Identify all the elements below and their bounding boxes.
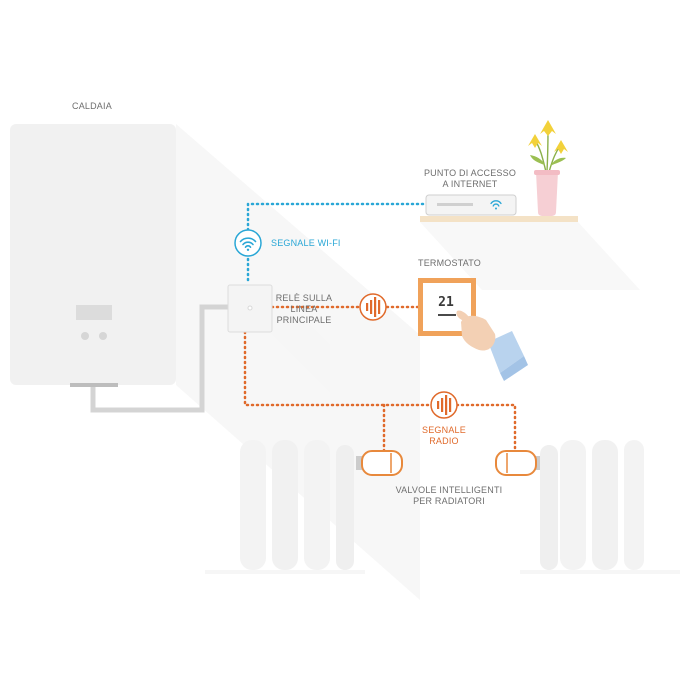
flower [540,120,556,136]
radio-signal-label-line2: RADIO [429,436,459,446]
relay-label-line3: PRINCIPALE [276,315,332,325]
boiler-knob-right [99,332,107,340]
valves-label-line1: VALVOLE INTELLIGENTI [395,485,503,495]
relay-label-line2: LINEA [290,304,318,314]
radiator-left [205,440,365,574]
valve-left [356,450,403,476]
boiler-base [70,383,118,387]
valves-label-line2: PER RADIATORI [413,496,485,506]
boiler-label: CALDAIA [72,101,112,111]
flower-vase [528,120,568,216]
thermostat-display: 21 [438,295,454,310]
flower [554,140,568,154]
boiler [10,124,176,387]
access-point-label-line2: A INTERNET [442,179,498,189]
wifi-icon [234,229,262,257]
radio-signal-icon [359,293,387,321]
boiler-knob-left [81,332,89,340]
wifi-signal-label: SEGNALE WI-FI [271,238,341,248]
radio-signal-icon [430,391,458,419]
flower [528,134,542,148]
access-point-router [425,194,517,216]
pipe [90,304,228,413]
relay-label: RELÈ SULLA LINEA PRINCIPALE [272,293,336,326]
radio-signal-label: SEGNALE RADIO [414,425,474,447]
access-point-label: PUNTO DI ACCESSO A INTERNET [410,168,530,190]
relay-shadow [270,285,330,392]
valve-right [495,450,540,476]
shelf-shadow [420,222,640,290]
relay [227,284,273,333]
radio-link-valves [243,330,517,454]
access-point-label-line1: PUNTO DI ACCESSO [423,168,517,178]
shelf [420,216,578,222]
radiator-right [520,440,680,574]
relay-label-line1: RELÈ SULLA [275,293,333,303]
valves-label: VALVOLE INTELLIGENTI PER RADIATORI [384,485,514,507]
boiler-display [76,305,112,320]
hand [456,310,528,381]
radio-signal-label-line1: SEGNALE [422,425,466,435]
thermostat-label: TERMOSTATO [418,258,482,268]
